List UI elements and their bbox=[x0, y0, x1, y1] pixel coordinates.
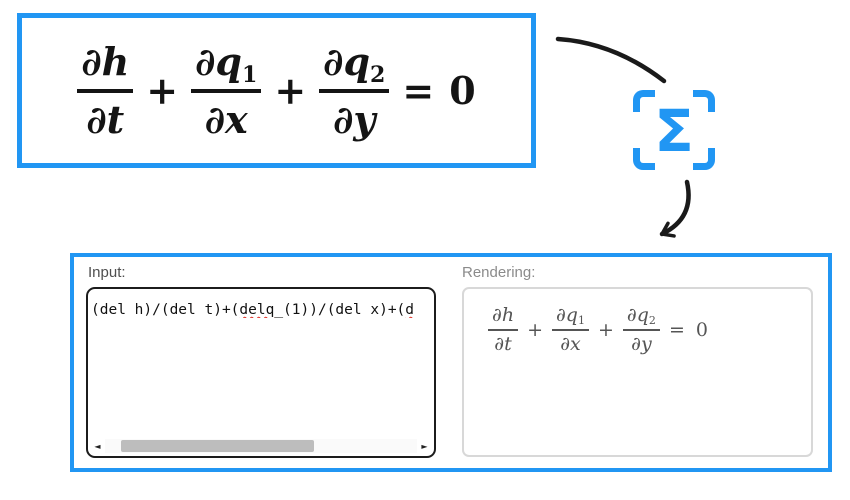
denominator: ∂x bbox=[560, 332, 581, 355]
equals-sign: = bbox=[402, 68, 435, 113]
zero-value: 0 bbox=[449, 68, 476, 113]
scroll-right-button[interactable]: ► bbox=[421, 441, 428, 451]
sigma-icon: Σ bbox=[654, 97, 694, 165]
fraction-dh-dt: ∂h ∂t bbox=[488, 304, 519, 355]
rendering-label: Rendering: bbox=[462, 264, 536, 281]
fraction-dq2-dy: ∂q2 ∂y bbox=[319, 39, 390, 142]
subscript: 1 bbox=[241, 61, 258, 88]
numerator: ∂h bbox=[492, 304, 515, 326]
scan-corner-top-left-icon bbox=[633, 90, 655, 112]
numerator: ∂q1 bbox=[191, 39, 261, 86]
subscript: 2 bbox=[648, 314, 656, 328]
equation-large: ∂h ∂t + ∂q1 ∂x + ∂q2 ∂y = 0 bbox=[77, 39, 476, 142]
misspelled-segment: delq bbox=[239, 302, 275, 318]
equation-small: ∂h ∂t + ∂q1 ∂x + ∂q2 ∂y = 0 bbox=[488, 305, 708, 354]
fraction-bar bbox=[622, 328, 660, 331]
denominator: ∂y bbox=[631, 332, 652, 355]
numerator-base: ∂q bbox=[555, 304, 578, 326]
numerator-base: ∂q bbox=[323, 39, 371, 85]
subscript: 2 bbox=[370, 61, 386, 88]
numerator: ∂h bbox=[81, 39, 130, 85]
fraction-bar bbox=[191, 88, 262, 93]
zero-value: 0 bbox=[695, 318, 708, 341]
curved-arrow-to-panel bbox=[659, 179, 691, 238]
plus-operator: + bbox=[146, 68, 179, 113]
tool-panel: Input: (del h)/(del t)+(delq_(1))/(del x… bbox=[70, 253, 832, 472]
scroll-thumb[interactable] bbox=[120, 440, 315, 452]
input-segment: (del h)/(del t)+( bbox=[91, 302, 240, 318]
scan-corner-bottom-left-icon bbox=[633, 148, 655, 170]
scroll-track[interactable] bbox=[105, 439, 417, 453]
fraction-dq2-dy: ∂q2 ∂y bbox=[622, 304, 660, 355]
numerator-base: ∂q bbox=[626, 304, 649, 326]
input-text-line: (del h)/(del t)+(delq_(1))/(del x)+(d bbox=[91, 302, 432, 318]
scroll-left-button[interactable]: ◄ bbox=[94, 441, 101, 451]
denominator: ∂t bbox=[86, 96, 125, 142]
rendering-output-box: ∂h ∂t + ∂q1 ∂x + ∂q2 ∂y = 0 bbox=[462, 287, 813, 457]
fraction-dq1-dx: ∂q1 ∂x bbox=[551, 304, 589, 355]
equals-sign: = bbox=[668, 318, 685, 341]
sigma-capture-icon: Σ bbox=[633, 90, 715, 170]
plus-operator: + bbox=[274, 68, 307, 113]
denominator: ∂y bbox=[333, 96, 376, 142]
fraction-bar bbox=[488, 328, 519, 331]
fraction-dq1-dx: ∂q1 ∂x bbox=[191, 39, 262, 142]
fraction-bar bbox=[551, 328, 589, 331]
plus-operator: + bbox=[527, 318, 543, 341]
subscript: 1 bbox=[577, 314, 585, 328]
curved-arrow-to-icon bbox=[555, 36, 667, 84]
input-textarea[interactable]: (del h)/(del t)+(delq_(1))/(del x)+(d ◄ … bbox=[86, 287, 436, 458]
plus-operator: + bbox=[598, 318, 614, 341]
fraction-bar bbox=[77, 88, 134, 93]
fraction-bar bbox=[319, 88, 390, 93]
input-segment: _(1))/(del x)+( bbox=[274, 302, 406, 318]
input-label: Input: bbox=[88, 264, 126, 281]
source-equation-box: ∂h ∂t + ∂q1 ∂x + ∂q2 ∂y = 0 bbox=[17, 13, 536, 168]
numerator-base: ∂q bbox=[195, 39, 242, 85]
horizontal-scrollbar[interactable]: ◄ ► bbox=[90, 438, 432, 454]
numerator: ∂q2 bbox=[623, 304, 660, 328]
misspelled-segment: d bbox=[405, 302, 415, 318]
scan-corner-bottom-right-icon bbox=[693, 148, 715, 170]
denominator: ∂x bbox=[204, 96, 248, 142]
denominator: ∂t bbox=[494, 332, 512, 355]
numerator: ∂q2 bbox=[319, 39, 389, 86]
scan-corner-top-right-icon bbox=[693, 90, 715, 112]
numerator: ∂q1 bbox=[552, 304, 589, 328]
fraction-dh-dt: ∂h ∂t bbox=[77, 39, 134, 142]
